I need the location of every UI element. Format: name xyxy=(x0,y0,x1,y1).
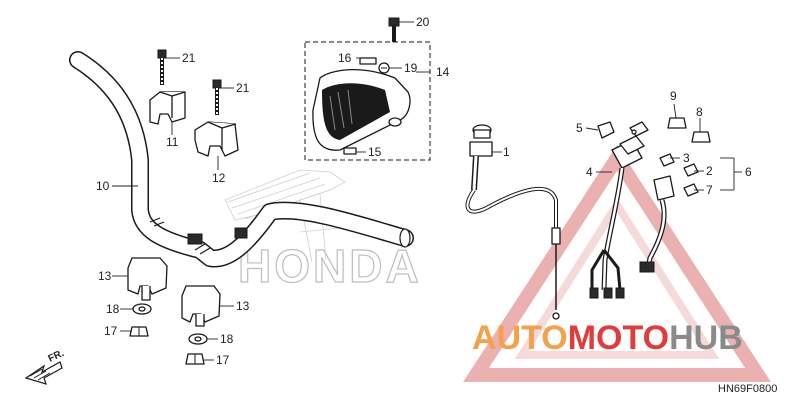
callout-7: 7 xyxy=(706,183,713,197)
warning-triangle-icon xyxy=(463,145,771,382)
callout-10: 10 xyxy=(96,179,110,193)
callout-21-left: 21 xyxy=(182,51,196,65)
brand-wordmark: AUTOMOTOHUB xyxy=(472,319,743,357)
washer-18-left xyxy=(132,303,152,315)
callout-3: 3 xyxy=(683,151,690,165)
clip-15 xyxy=(343,147,357,155)
arrow-icon xyxy=(24,361,63,385)
callout-11: 11 xyxy=(166,135,179,149)
brand-part-hub: HUB xyxy=(669,319,743,357)
front-label: FR. xyxy=(47,348,66,365)
callout-labels: 1 2 3 4 5 6 7 8 9 10 11 12 13 13 14 15 1… xyxy=(96,15,752,367)
honda-wordmark: HONDA xyxy=(238,240,422,292)
lower-holder-13-right xyxy=(181,285,221,327)
brand-part-auto: AUTO xyxy=(472,319,568,357)
callout-13-right: 13 xyxy=(236,299,250,313)
clip-16 xyxy=(359,57,377,65)
callout-18-right: 18 xyxy=(220,332,234,346)
washer-18-right xyxy=(188,333,208,345)
handlebar-cover-group xyxy=(304,41,431,161)
callout-4: 4 xyxy=(586,165,593,179)
callout-17-right: 17 xyxy=(216,353,230,367)
nut-17-right xyxy=(185,353,205,365)
callout-19: 19 xyxy=(404,61,418,75)
callout-8: 8 xyxy=(696,105,703,119)
cable-assembly-1 xyxy=(465,124,561,320)
switch-harness-4 xyxy=(589,121,649,299)
automotohub-logo: AUTOMOTOHUB xyxy=(463,145,771,382)
leader-lines xyxy=(112,21,742,361)
lower-holder-13-left xyxy=(127,257,168,301)
callout-5: 5 xyxy=(576,121,583,135)
lamp-harness-6 xyxy=(639,153,699,273)
callout-1: 1 xyxy=(503,145,510,159)
nut-8 xyxy=(691,131,711,143)
bolt-9 xyxy=(667,117,687,129)
callout-20: 20 xyxy=(416,15,430,29)
screw-20 xyxy=(388,17,400,42)
nut-17-left xyxy=(129,326,149,337)
upper-holder-12 xyxy=(194,121,239,157)
callout-9: 9 xyxy=(670,89,677,103)
front-direction-indicator: FR. xyxy=(24,348,66,385)
bolt-21-right xyxy=(212,79,222,115)
callout-13-left: 13 xyxy=(98,269,112,283)
upper-holder-11 xyxy=(149,91,186,125)
brand-part-moto: MOTO xyxy=(568,319,669,357)
callout-12: 12 xyxy=(212,171,226,185)
screw-19 xyxy=(378,62,390,74)
callout-14: 14 xyxy=(436,65,450,79)
callout-21-right: 21 xyxy=(236,81,250,95)
cable-knob xyxy=(469,124,493,191)
handlebar-pipe xyxy=(69,51,414,268)
diagram-code: HN69F0800 xyxy=(718,383,777,395)
callout-2: 2 xyxy=(706,164,713,178)
callout-18-left: 18 xyxy=(106,302,120,316)
callout-6: 6 xyxy=(745,165,752,179)
key-icon xyxy=(629,121,649,137)
callout-15: 15 xyxy=(368,145,382,159)
bolt-21-left xyxy=(157,49,167,85)
callout-17-left: 17 xyxy=(104,324,118,338)
callout-16: 16 xyxy=(338,51,352,65)
